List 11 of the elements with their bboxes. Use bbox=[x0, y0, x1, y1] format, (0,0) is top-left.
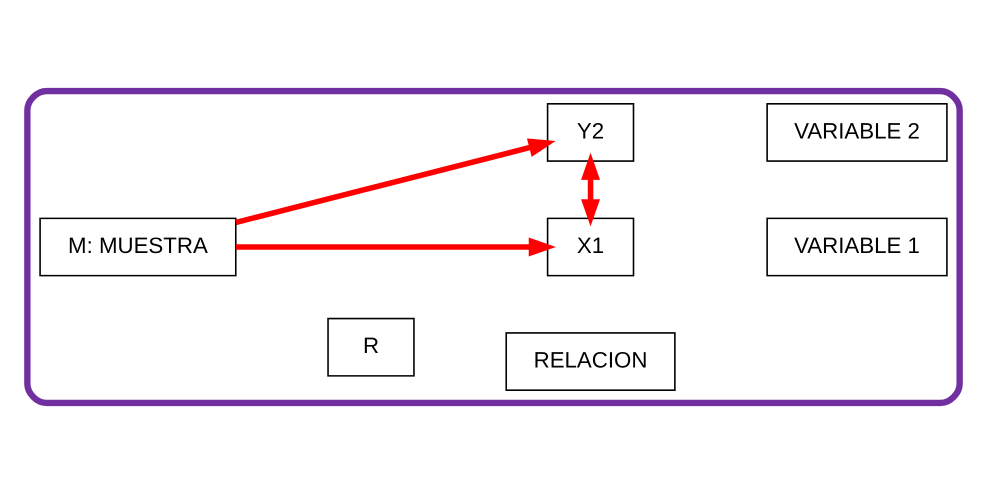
arrow bbox=[581, 152, 600, 226]
arrow bbox=[235, 138, 556, 226]
node-box: VARIABLE 1 bbox=[766, 218, 948, 276]
node-box: M: MUESTRA bbox=[39, 218, 237, 276]
node-box: RELACION bbox=[505, 332, 676, 391]
node-box: X1 bbox=[546, 218, 634, 276]
arrow bbox=[236, 238, 556, 256]
node-box: R bbox=[327, 318, 415, 377]
node-box: Y2 bbox=[546, 103, 634, 162]
cluster bbox=[24, 88, 963, 406]
node-box: VARIABLE 2 bbox=[766, 103, 948, 162]
